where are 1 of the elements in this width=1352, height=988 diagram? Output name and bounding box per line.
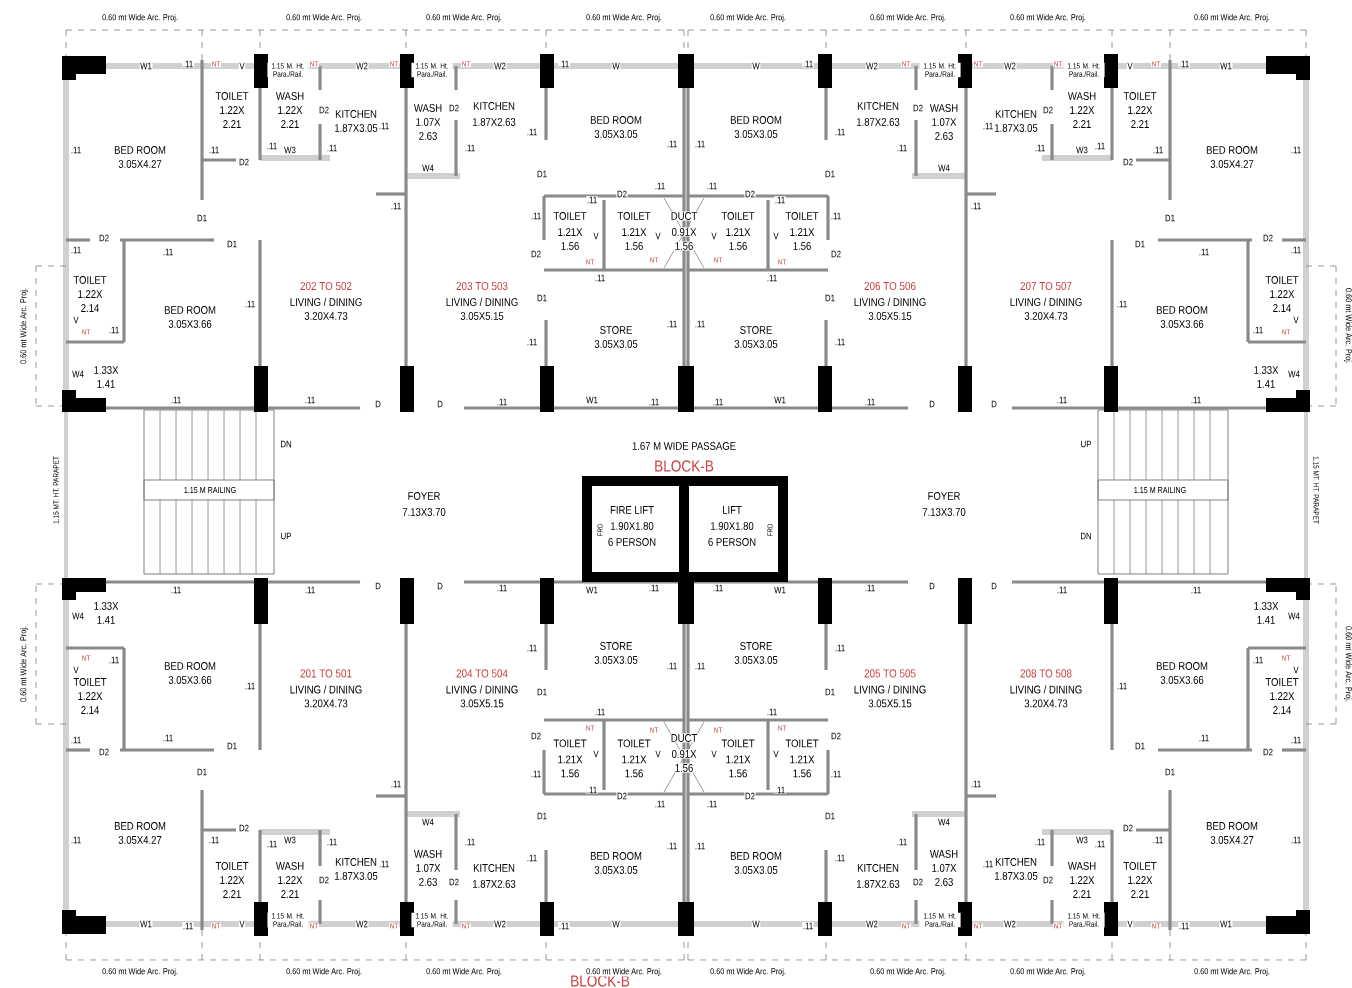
block-title: BLOCK-B	[653, 459, 715, 473]
